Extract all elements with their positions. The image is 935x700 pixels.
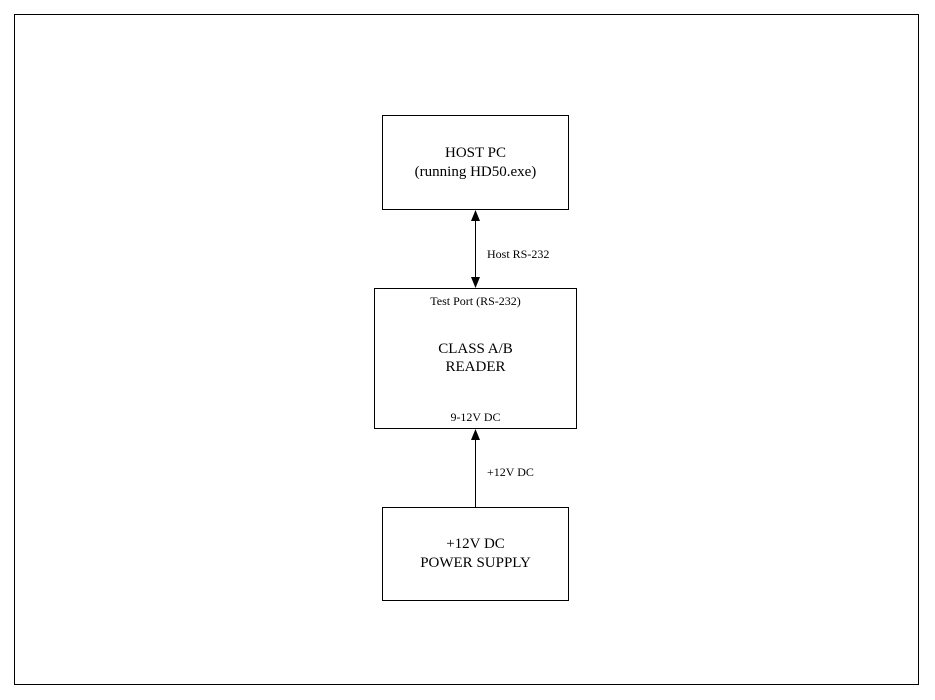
arrowhead-up (471, 429, 480, 440)
arrowhead-down (471, 277, 480, 288)
arrowhead-up (471, 210, 480, 221)
host-reader-arrow (471, 210, 480, 288)
power-reader-arrow (471, 429, 480, 507)
